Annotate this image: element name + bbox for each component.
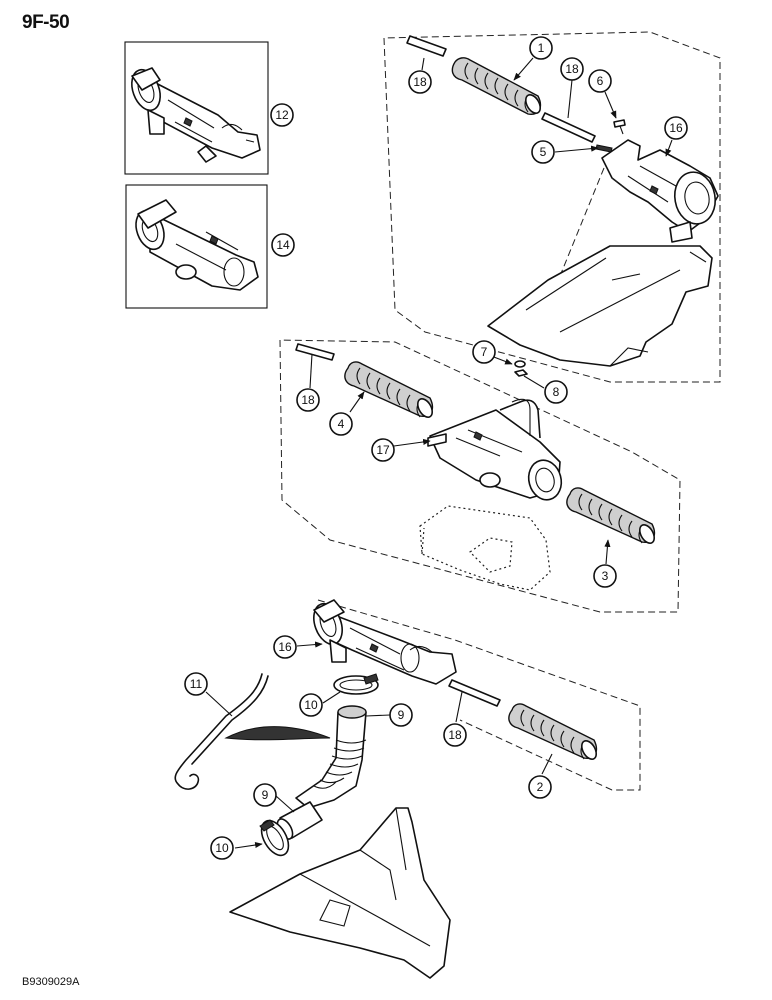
tube-housing-14 — [135, 199, 259, 291]
callout-18-top: 18 — [408, 70, 432, 94]
tube-housing-16-bottom — [313, 599, 457, 685]
svg-text:18: 18 — [301, 393, 315, 407]
bottom-group-outline — [317, 599, 641, 791]
bracket-top — [487, 245, 713, 367]
svg-text:9: 9 — [262, 788, 269, 802]
callout-5: 5 — [531, 140, 555, 164]
hose-9 — [276, 705, 367, 840]
svg-text:17: 17 — [376, 443, 390, 457]
tube-housing-17 — [427, 398, 563, 501]
callout-9-bottom: 9 — [253, 783, 277, 807]
hose-clamp-10-top — [333, 673, 379, 695]
callout-4: 4 — [329, 412, 353, 436]
nut-8 — [514, 369, 528, 377]
svg-text:10: 10 — [304, 698, 318, 712]
inset-box-12 — [124, 41, 269, 175]
svg-text:8: 8 — [553, 385, 560, 399]
svg-text:11: 11 — [190, 677, 203, 691]
roller-1 — [451, 57, 542, 115]
callout-10-bottom: 10 — [210, 836, 234, 860]
callout-2: 2 — [528, 775, 552, 799]
spring-pin-5 — [595, 144, 613, 153]
bracket-ghost — [419, 505, 551, 591]
callout-16-top: 16 — [664, 116, 688, 140]
svg-text:5: 5 — [540, 145, 547, 159]
callout-11: 11 — [184, 672, 208, 696]
tube-housing-12 — [131, 67, 261, 163]
svg-text:2: 2 — [537, 780, 544, 794]
pin-18-mid — [541, 112, 596, 143]
svg-text:9: 9 — [398, 708, 405, 722]
callout-14: 14 — [271, 233, 295, 257]
screw-6 — [613, 119, 626, 135]
pin-18-mid-group — [295, 343, 335, 361]
tube-housing-16-top — [601, 139, 719, 243]
svg-text:12: 12 — [275, 108, 289, 122]
callout-18-mid: 18 — [560, 57, 584, 81]
svg-text:18: 18 — [448, 728, 462, 742]
roller-2 — [508, 703, 598, 760]
svg-text:16: 16 — [278, 640, 292, 654]
inset-box-14 — [125, 184, 268, 309]
bracket-bottom — [229, 807, 451, 979]
svg-text:1: 1 — [538, 41, 545, 55]
svg-text:18: 18 — [413, 75, 427, 89]
callout-18-bottom: 18 — [443, 723, 467, 747]
callout-12: 12 — [270, 103, 294, 127]
roller-3 — [566, 487, 656, 544]
callout-18-mid-group: 18 — [296, 388, 320, 412]
svg-text:16: 16 — [669, 121, 683, 135]
svg-text:10: 10 — [215, 841, 229, 855]
rod-11 — [174, 673, 331, 790]
leaders — [205, 57, 673, 849]
pin-18-top — [406, 35, 447, 57]
svg-text:18: 18 — [565, 62, 579, 76]
svg-text:14: 14 — [276, 238, 290, 252]
svg-text:3: 3 — [602, 569, 609, 583]
svg-text:6: 6 — [597, 74, 604, 88]
callout-3: 3 — [593, 564, 617, 588]
callout-6: 6 — [588, 69, 612, 93]
pin-18-bottom — [448, 679, 501, 707]
figure-code: B9309029A — [22, 976, 80, 988]
top-group-outline — [383, 31, 721, 383]
roller-4 — [344, 361, 434, 418]
callout-1: 1 — [529, 36, 553, 60]
callout-9-top: 9 — [389, 703, 413, 727]
washer-7 — [514, 360, 526, 368]
callout-16-bottom: 16 — [273, 635, 297, 659]
svg-text:4: 4 — [338, 417, 345, 431]
page-code: 9F-50 — [22, 12, 70, 33]
middle-group-outline — [279, 339, 681, 613]
callout-8: 8 — [544, 380, 568, 404]
svg-text:7: 7 — [481, 345, 488, 359]
callout-7: 7 — [472, 340, 496, 364]
callout-10-top: 10 — [299, 693, 323, 717]
hose-clamp-10-bottom — [259, 819, 290, 857]
callout-17: 17 — [371, 438, 395, 462]
